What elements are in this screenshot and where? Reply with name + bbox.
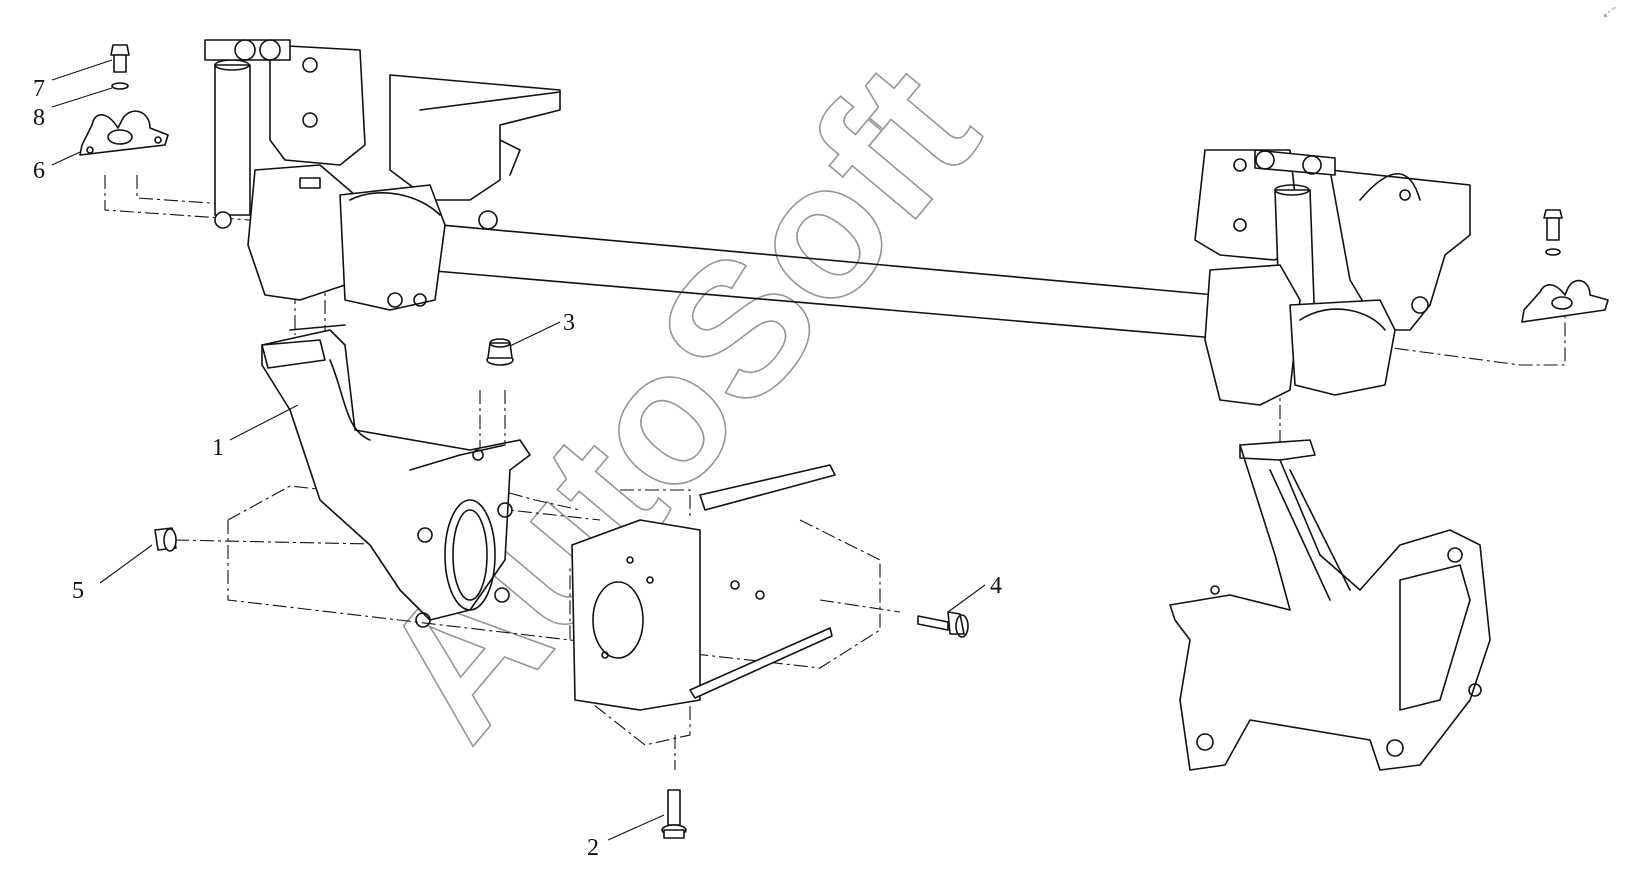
left-flange-nut (154, 527, 177, 552)
left-bracket (261, 324, 531, 628)
right-bolt (1543, 209, 1563, 256)
leader-lines (51, 59, 986, 841)
left-bolt (110, 44, 130, 73)
callout-6: 6 (33, 158, 45, 184)
crossmember-plate (571, 464, 836, 711)
callout-3: 3 (563, 310, 575, 336)
callout-8: 8 (33, 105, 45, 131)
horizontal-bolt (917, 611, 969, 638)
right-clamp-bracket (1521, 279, 1609, 323)
left-washer (111, 82, 129, 90)
left-frame-assembly (204, 39, 561, 311)
callout-1: 1 (212, 435, 224, 461)
right-bracket (1169, 439, 1491, 771)
callout-7: 7 (33, 76, 45, 102)
flange-nut (486, 338, 514, 366)
corner-mark: e ᵒ ᵒᵒ (1602, 5, 1619, 20)
callout-5: 5 (72, 578, 84, 604)
right-frame-assembly (1194, 149, 1471, 406)
left-clamp-bracket (79, 110, 169, 156)
callout-labels: 1 2 3 4 5 6 7 8 (33, 76, 1002, 861)
callout-4: 4 (990, 573, 1002, 599)
callout-2: 2 (587, 835, 599, 861)
vertical-bolt (661, 789, 687, 839)
